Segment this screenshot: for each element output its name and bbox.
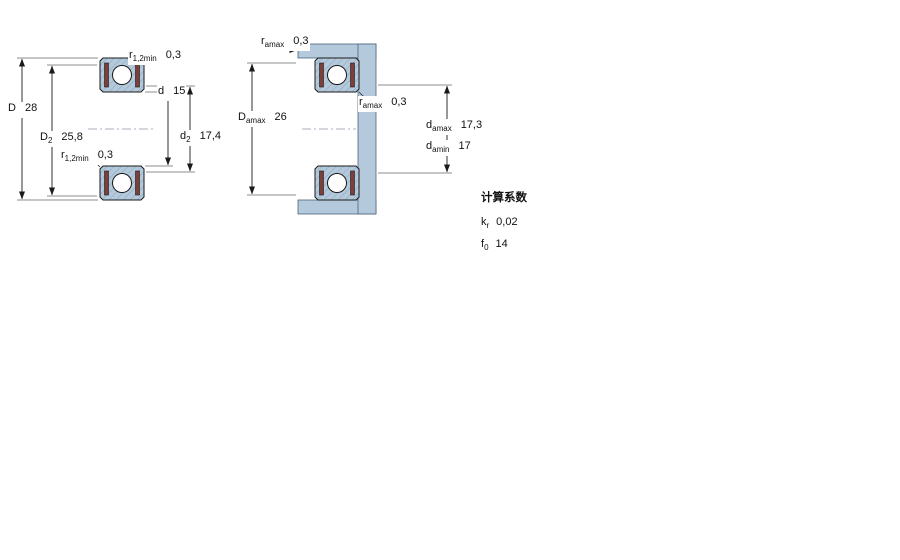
dim-label-d: d 15 [157,85,187,102]
calc-factor-kr: kr 0,02 [480,216,519,233]
dim-label-D2: D2 25,8 [39,131,84,148]
dim-symbol: D2 [40,131,53,146]
factor-value: 14 [495,238,508,250]
dim-symbol: ramax [359,96,383,111]
factor-symbol: f0 [481,238,489,253]
shaft-shoulder-abutment [357,43,377,215]
dim-symbol: Damax [238,111,266,126]
dim-value: 15 [173,85,186,97]
dim-label-ra-mid: ramax 0,3 [358,96,408,113]
dim-value: 0,3 [391,96,407,108]
dim-label-r12-top: r1,2min 0,3 [128,49,182,66]
abutment-figure [247,43,452,215]
bearing-cross-section-figure [17,54,195,201]
dim-label-D: D 28 [7,102,39,119]
dim-symbol: r1,2min [129,49,157,64]
dim-label-da-max: damax 17,3 [425,119,484,136]
dim-label-Da: Damax 26 [237,111,288,128]
bearing-half-section [314,57,360,93]
dim-label-r12-bottom: r1,2min 0,3 [60,149,114,166]
dim-value: 25,8 [61,131,83,143]
dim-symbol: d [158,85,165,97]
dim-value: 0,3 [165,49,181,61]
dim-symbol: D [8,102,16,114]
dim-value: 0,3 [293,35,309,47]
dim-symbol: damax [426,119,452,134]
dim-value: 28 [24,102,38,114]
dim-label-ra-top: ramax 0,3 [260,35,310,52]
dim-value: 0,3 [97,149,113,161]
factor-value: 0,02 [496,216,518,228]
dim-symbol: r1,2min [61,149,89,164]
dim-value: 26 [274,111,287,123]
dim-value: 17,3 [460,119,483,131]
dim-value: 17,4 [199,130,221,142]
factor-symbol: kr [481,216,490,231]
dim-symbol: ramax [261,35,285,50]
calc-factor-f0: f0 14 [480,238,509,255]
bearing-half-section [314,165,360,201]
dim-label-d2: d2 17,4 [179,130,222,147]
calc-factors-title: 计算系数 [480,192,528,205]
dim-symbol: d2 [180,130,191,145]
dim-value: 17 [458,140,471,152]
dim-label-da-min: damin 17 [425,140,472,157]
dim-symbol: damin [426,140,450,155]
bearing-half-section [99,165,145,201]
